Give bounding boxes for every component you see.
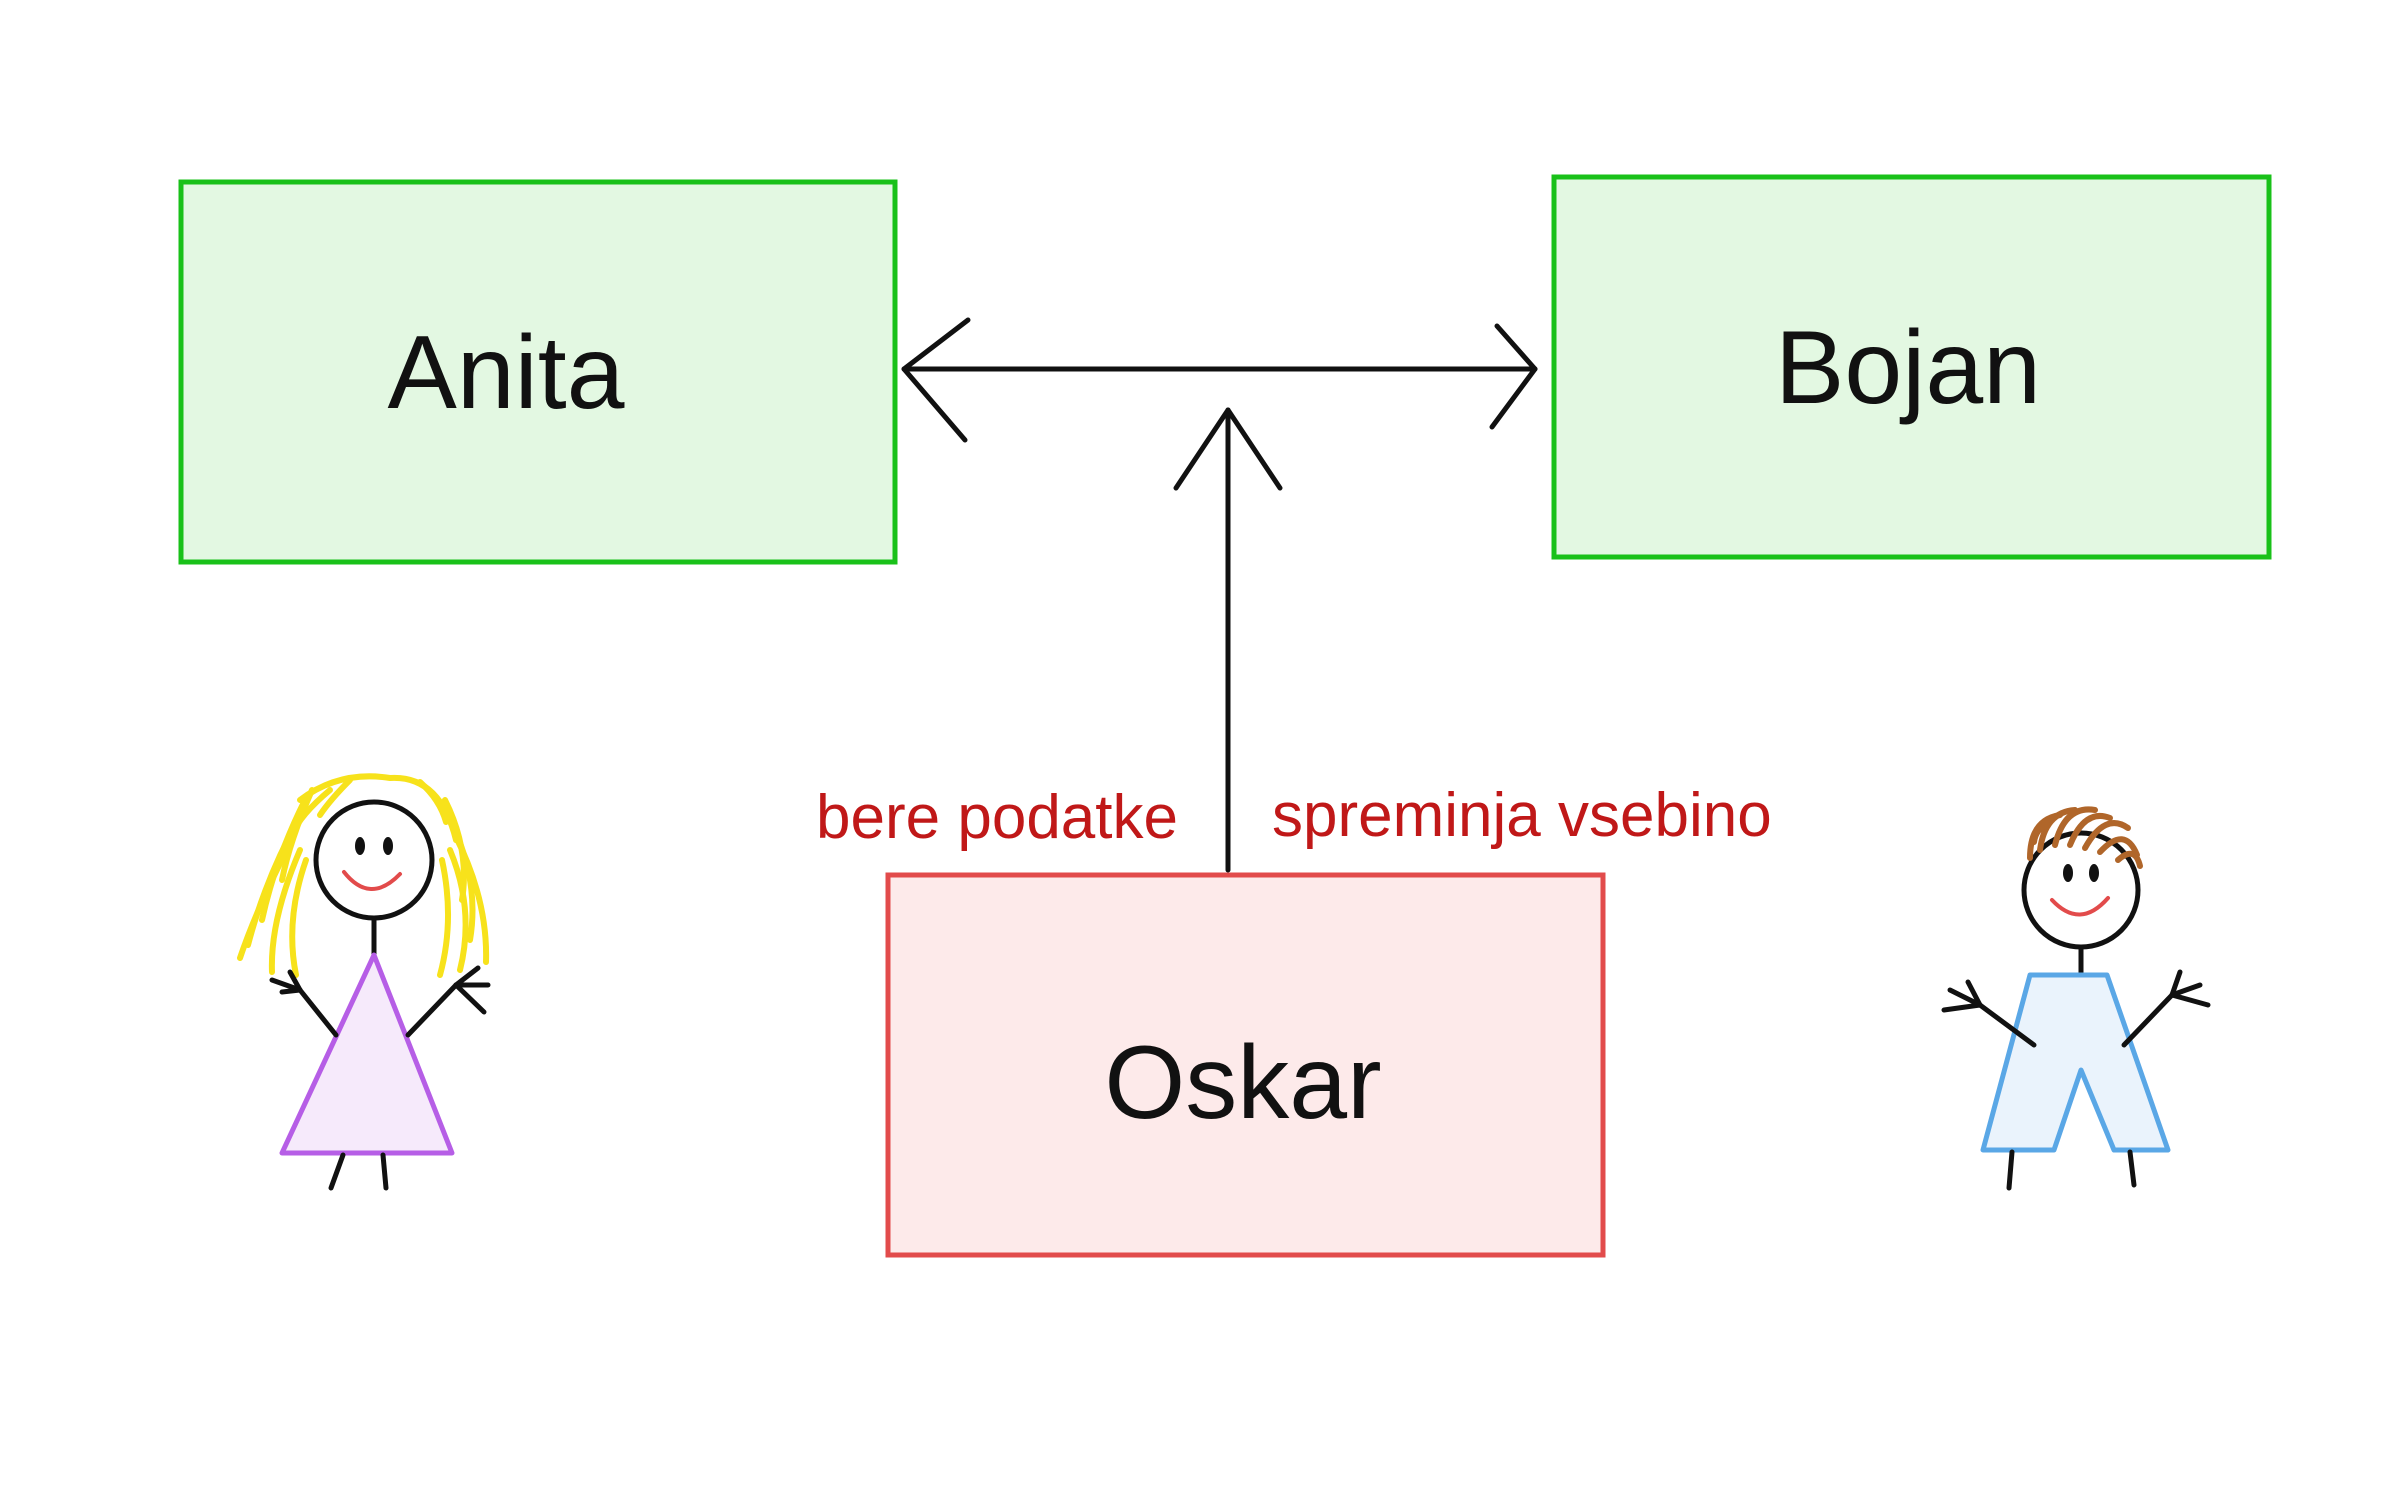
boy-finger-left-2 (1947, 987, 1983, 1008)
boy-overalls (1980, 972, 2171, 1153)
oskar-label: Oskar (1104, 1025, 1381, 1141)
girl-hair (237, 773, 490, 978)
anita-bojan-arrow (901, 317, 1538, 443)
bojan-label: Bojan (1775, 310, 2041, 426)
girl-leg-left (328, 1152, 346, 1191)
girl-leg-right (380, 1152, 389, 1191)
boy-eye-right (2089, 864, 2099, 882)
girl-finger-left-2 (279, 987, 303, 995)
boy-finger-right-2 (2169, 982, 2203, 998)
boy-stick-figure-icon (1941, 806, 2211, 1191)
boy-arm-right (2121, 992, 2211, 1048)
anita-label: Anita (387, 315, 624, 431)
boy-smile (2050, 896, 2110, 917)
oskar-box (885, 872, 1606, 1258)
girl-finger-left-1 (287, 969, 303, 993)
bojan-node[interactable]: Bojan (1551, 174, 2272, 560)
arrowhead-left-icon (901, 317, 971, 443)
girl-eye-right (383, 837, 393, 855)
girl-dress (279, 952, 455, 1156)
arrowhead-up-icon (1173, 407, 1283, 491)
reads-data-label: bere podatke (816, 783, 1178, 852)
boy-finger-right-1 (2169, 969, 2183, 998)
boy-leg-right (2127, 1149, 2137, 1188)
girl-head (313, 799, 435, 921)
girl-arm-left (269, 977, 339, 1038)
girl-eye-left (355, 837, 365, 855)
anita-node[interactable]: Anita (178, 179, 898, 565)
modifies-content-label: spreminja vsebino (1272, 781, 1772, 850)
oskar-node[interactable]: Oskar (885, 872, 1606, 1258)
boy-eye-left (2063, 864, 2073, 882)
bojan-box (1551, 174, 2272, 560)
girl-smile (342, 870, 402, 891)
girl-finger-right-1 (453, 965, 481, 988)
boy-hair (2027, 806, 2143, 869)
oskar-channel-arrow (1173, 407, 1283, 873)
girl-arm-right (405, 982, 487, 1038)
girl-stick-figure-icon (237, 773, 491, 1191)
anita-box (178, 179, 898, 565)
arrowhead-right-icon (1489, 323, 1538, 430)
boy-leg-left (2006, 1149, 2015, 1191)
boy-finger-left-1 (1965, 979, 1983, 1008)
